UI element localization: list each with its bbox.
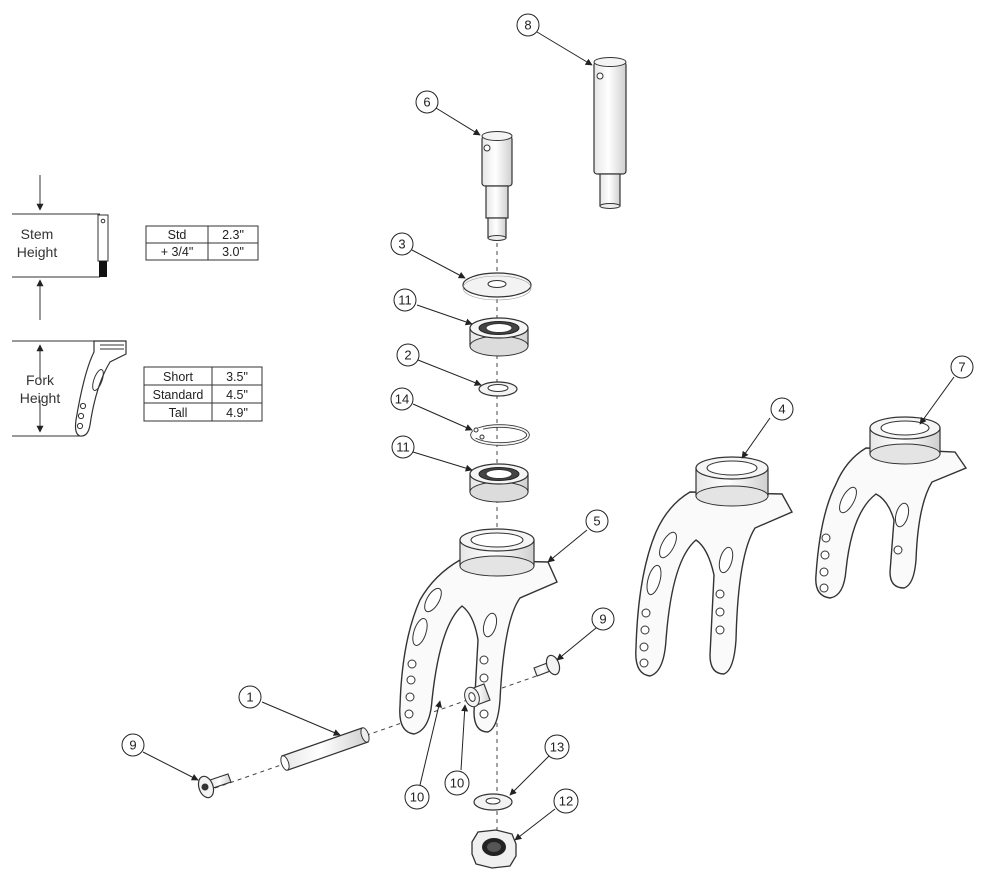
svg-text:11: 11	[396, 440, 410, 455]
fork-height-label-line1: Fork	[26, 372, 55, 388]
stem-height-label-line1: Stem	[21, 226, 54, 242]
leader-lines	[142, 31, 955, 841]
svg-text:9: 9	[129, 738, 136, 753]
svg-text:13: 13	[550, 740, 564, 755]
fork-tall	[635, 456, 793, 677]
axle-bolt-left	[197, 773, 232, 799]
svg-text:7: 7	[958, 360, 965, 375]
callout-11-lower: 11	[391, 435, 415, 459]
callout-1: 1	[238, 685, 262, 709]
svg-text:4: 4	[778, 402, 785, 417]
axle	[280, 727, 370, 771]
fork-table: Short 3.5" Standard 4.5" Tall 4.9"	[143, 366, 263, 422]
stem-tall	[593, 57, 627, 209]
fork-height-dimension: Fork Height	[12, 340, 127, 437]
callout-9-right: 9	[591, 607, 615, 631]
stem-height-dimension: Stem Height	[12, 175, 109, 320]
top-washer	[462, 272, 532, 301]
axle-bolt-right	[533, 654, 561, 677]
callout-7: 7	[950, 355, 974, 379]
svg-text:10: 10	[410, 790, 424, 805]
fork-table-row-2-value: 4.5"	[226, 388, 248, 402]
svg-text:14: 14	[395, 392, 409, 407]
stem-table-row-2-name: + 3/4"	[161, 245, 194, 259]
callout-13: 13	[544, 734, 570, 760]
svg-text:9: 9	[599, 612, 606, 627]
stem-icon	[97, 214, 109, 277]
svg-text:8: 8	[524, 18, 531, 33]
svg-text:10: 10	[450, 776, 464, 791]
stem-table-row-1-value: 2.3"	[222, 228, 244, 242]
bearing-upper	[469, 317, 529, 357]
fork-table-row-2-name: Standard	[153, 388, 204, 402]
stem-standard	[481, 131, 513, 241]
callout-8: 8	[516, 13, 540, 37]
callout-10-right: 10	[444, 770, 470, 796]
fork-table-row-3-name: Tall	[169, 406, 188, 420]
svg-text:12: 12	[559, 794, 573, 809]
fork-standard-front	[399, 528, 558, 735]
callout-bubbles: 8 6 3 11 2 14 11 5 4 7 9 1 9 10 10 13 12	[121, 13, 974, 814]
callout-5: 5	[585, 509, 609, 533]
bottom-washer	[473, 793, 513, 811]
callout-4: 4	[770, 397, 794, 421]
stem-height-label-line2: Height	[17, 244, 58, 260]
bearing-lower	[469, 463, 529, 503]
fork-height-label-line2: Height	[20, 390, 61, 406]
axle-spacer-inner	[464, 683, 491, 708]
svg-text:2: 2	[404, 348, 411, 363]
svg-text:5: 5	[593, 514, 600, 529]
callout-11-upper: 11	[393, 288, 417, 312]
callout-14: 14	[390, 387, 414, 411]
stem-table-row-1-name: Std	[168, 228, 187, 242]
fork-short	[815, 416, 968, 599]
callout-2: 2	[396, 343, 420, 367]
stem-table-row-2-value: 3.0"	[222, 245, 244, 259]
callout-12: 12	[553, 788, 579, 814]
svg-text:11: 11	[398, 293, 412, 308]
fork-table-row-1-name: Short	[163, 370, 193, 384]
lock-nut	[471, 829, 517, 869]
stem-table: Std 2.3" + 3/4" 3.0"	[145, 225, 259, 261]
snap-ring	[470, 424, 530, 446]
horizontal-axle-axis	[214, 671, 549, 789]
svg-text:3: 3	[398, 237, 405, 252]
svg-text:1: 1	[246, 690, 253, 705]
callout-3: 3	[390, 232, 414, 256]
fork-side-icon	[74, 340, 127, 437]
fork-table-row-3-value: 4.9"	[226, 406, 248, 420]
svg-text:6: 6	[423, 95, 430, 110]
callout-9-left: 9	[121, 733, 145, 757]
fork-table-row-1-value: 3.5"	[226, 370, 248, 384]
callout-6: 6	[415, 90, 439, 114]
bearing-spacer	[478, 381, 518, 397]
callout-10-left: 10	[404, 784, 430, 810]
